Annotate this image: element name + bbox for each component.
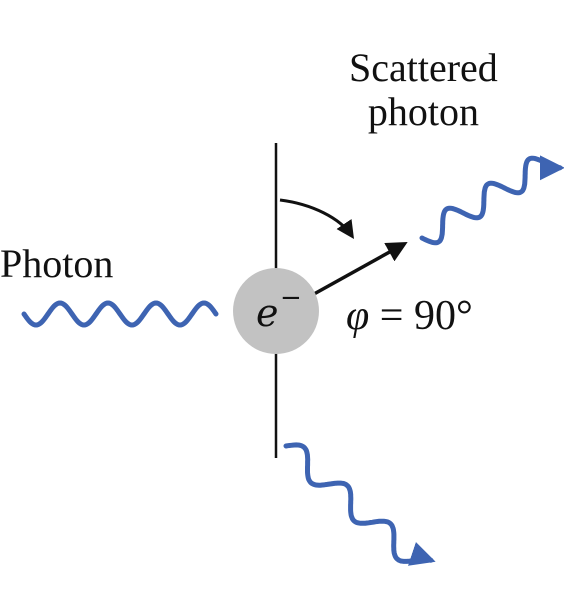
electron-charge: − (280, 283, 302, 313)
scattered-photon-wave (419, 155, 564, 246)
angle-symbol: φ (346, 293, 370, 339)
angle-value: 90° (413, 293, 473, 339)
angle-arc-arrow (279, 198, 354, 239)
scattered-photon-label: Scattered photon (349, 46, 498, 134)
scattered-photon-label-line2: photon (367, 89, 479, 134)
electron-symbol: e (256, 291, 279, 335)
angle-equals: = (379, 293, 404, 339)
electron (233, 268, 319, 354)
incoming-photon-wave (21, 300, 219, 328)
scatter-direction-arrow (313, 241, 408, 296)
incoming-photon-label: Photon (0, 241, 114, 286)
recoil-wave (283, 442, 436, 566)
scattering-angle-label: φ = 90° (346, 292, 473, 340)
scattered-photon-label-line1: Scattered (349, 45, 498, 90)
